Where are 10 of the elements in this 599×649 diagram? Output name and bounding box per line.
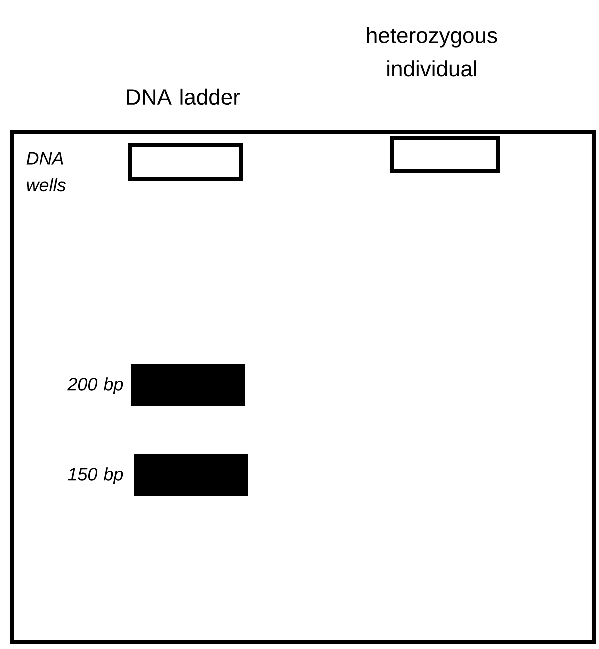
side-label: 150 bp [68,468,124,484]
column-heading: heterozygous individual [367,27,498,77]
side-label: DNA wells [26,152,66,192]
side-label: 200 bp [68,378,124,394]
well-outline [128,143,243,181]
well-outline [390,136,500,173]
dna-band [134,454,248,496]
dna-band [131,364,245,406]
column-heading: DNA ladder [127,88,240,106]
gel-frame [10,130,596,644]
